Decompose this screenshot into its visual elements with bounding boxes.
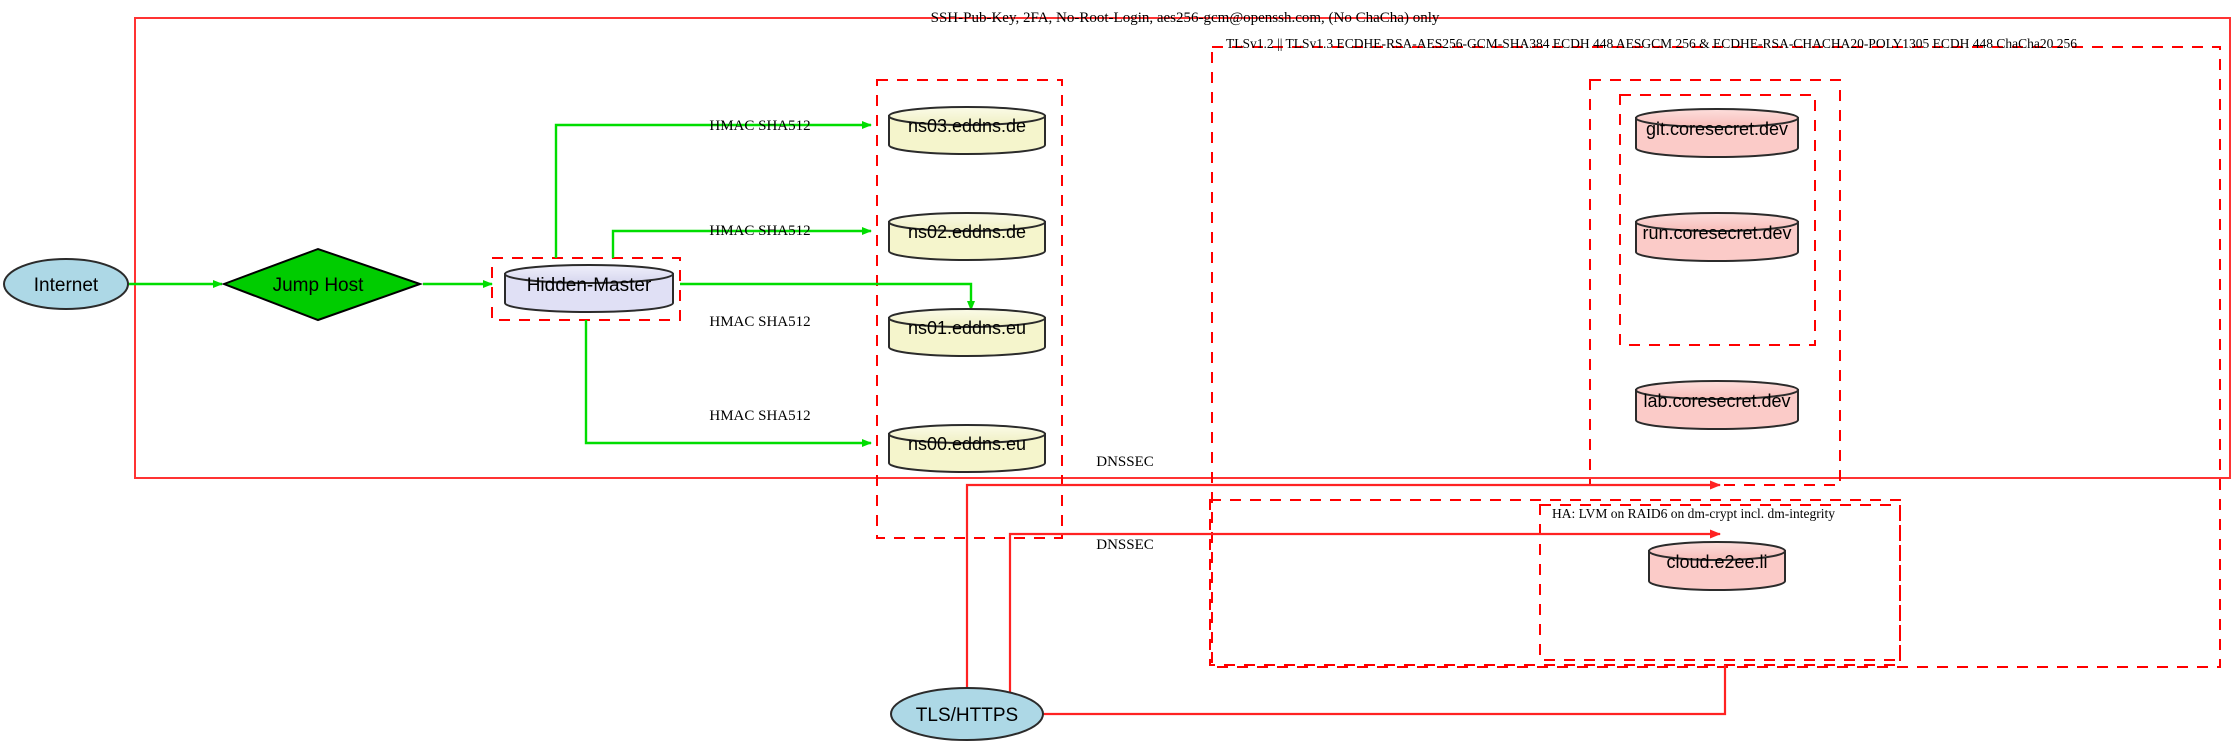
cloud-e2ee-top	[1648, 541, 1786, 561]
node-tls-https[interactable]: TLS/HTTPS	[890, 687, 1044, 741]
ha-inner-rect	[1539, 504, 1901, 661]
node-ns00[interactable]: ns00.eddns.eu	[888, 424, 1046, 473]
jump-host-label: Jump Host	[273, 275, 365, 296]
hidden-master-top	[504, 264, 674, 284]
ns03-body	[888, 115, 1046, 155]
git-coresecret-label: git.coresecret.dev	[1646, 119, 1788, 139]
run-coresecret-label: run.coresecret.dev	[1642, 223, 1791, 243]
ha-cluster: HA: LVM on RAID6 on dm-crypt incl. dm-in…	[1209, 499, 1901, 666]
ha-cluster-label: HA: LVM on RAID6 on dm-crypt incl. dm-in…	[1552, 506, 1835, 521]
dnssec-label-upper: DNSSEC	[1096, 454, 1154, 470]
node-ns01[interactable]: ns01.eddns.eu	[888, 308, 1046, 357]
internet-label: Internet	[34, 275, 99, 296]
ns01-body	[888, 317, 1046, 357]
node-run-coresecret[interactable]: run.coresecret.dev	[1635, 212, 1799, 262]
node-jump-host[interactable]: Jump Host	[221, 247, 424, 322]
lab-coresecret-label: lab.coresecret.dev	[1643, 391, 1790, 411]
ssh-boundary-cluster: SSH-Pub-Key, 2FA, No-Root-Login, aes256-…	[134, 10, 2231, 479]
tls-cluster-label: TLSv1.2 || TLSv1.3 ECDHE-RSA-AES256-GCM-…	[1226, 36, 2077, 51]
edge-master-to-ns00	[584, 320, 872, 447]
ns02-body	[888, 221, 1046, 261]
tls-cluster: TLSv1.2 || TLSv1.3 ECDHE-RSA-AES256-GCM-…	[1211, 36, 2221, 668]
run-coresecret-body	[1635, 221, 1799, 262]
cloud-e2ee-body	[1648, 550, 1786, 591]
hmac-label-ns00: HMAC SHA512	[709, 408, 810, 424]
node-ns02[interactable]: ns02.eddns.de	[888, 212, 1046, 261]
ns03-label: ns03.eddns.de	[908, 116, 1026, 136]
node-git-coresecret[interactable]: git.coresecret.dev	[1635, 108, 1799, 158]
git-coresecret-top	[1635, 108, 1799, 128]
ns03-top	[888, 106, 1046, 126]
edge-dnssec-lower	[1008, 529, 1721, 714]
run-coresecret-top	[1635, 212, 1799, 232]
node-lab-coresecret[interactable]: lab.coresecret.dev	[1635, 380, 1799, 430]
ns01-top	[888, 308, 1046, 328]
ns00-top	[888, 424, 1046, 444]
ns02-top	[888, 212, 1046, 232]
hmac-edge-labels: HMAC SHA512 HMAC SHA512 HMAC SHA512 HMAC…	[709, 118, 810, 424]
edge-dnssec-upper	[965, 480, 1721, 714]
coresecret-inner-rect	[1619, 94, 1816, 346]
red-routing-edges	[965, 480, 1727, 716]
hmac-label-ns02: HMAC SHA512	[709, 223, 810, 239]
lab-coresecret-top	[1635, 380, 1799, 400]
jump-host-shape	[221, 247, 424, 322]
ns02-label: ns02.eddns.de	[908, 222, 1026, 242]
hmac-label-ns01: HMAC SHA512	[709, 314, 810, 330]
hidden-master-label: Hidden-Master	[527, 275, 652, 296]
edge-master-to-ns02	[611, 227, 872, 258]
edge-master-to-ns03	[554, 121, 872, 258]
internet-shape	[3, 258, 129, 310]
hmac-label-ns03: HMAC SHA512	[709, 118, 810, 134]
ssh-boundary-label: SSH-Pub-Key, 2FA, No-Root-Login, aes256-…	[931, 10, 1440, 26]
git-coresecret-body	[1635, 117, 1799, 158]
dnssec-label-lower: DNSSEC	[1096, 537, 1154, 553]
node-hidden-master[interactable]: Hidden-Master	[504, 264, 674, 313]
ns01-label: ns01.eddns.eu	[908, 318, 1026, 338]
lab-coresecret-body	[1635, 389, 1799, 430]
tls-https-label: TLS/HTTPS	[916, 705, 1018, 726]
edge-master-to-ns01	[680, 282, 975, 311]
node-cloud-e2ee[interactable]: cloud.e2ee.li	[1648, 541, 1786, 591]
ssh-boundary-rect	[134, 17, 2231, 479]
node-ns03[interactable]: ns03.eddns.de	[888, 106, 1046, 155]
ns00-body	[888, 433, 1046, 473]
ns00-label: ns00.eddns.eu	[908, 434, 1026, 454]
green-flow-edges	[119, 121, 975, 447]
edge-tls-https-to-ha	[1040, 665, 1727, 716]
hidden-master-body	[504, 273, 674, 313]
node-internet[interactable]: Internet	[3, 258, 129, 310]
dnssec-edge-labels: DNSSEC DNSSEC	[1096, 454, 1154, 553]
cloud-e2ee-label: cloud.e2ee.li	[1666, 552, 1767, 572]
tls-cluster-rect	[1211, 46, 2221, 668]
ha-cluster-rect	[1209, 499, 1901, 666]
tls-https-shape	[890, 687, 1044, 741]
